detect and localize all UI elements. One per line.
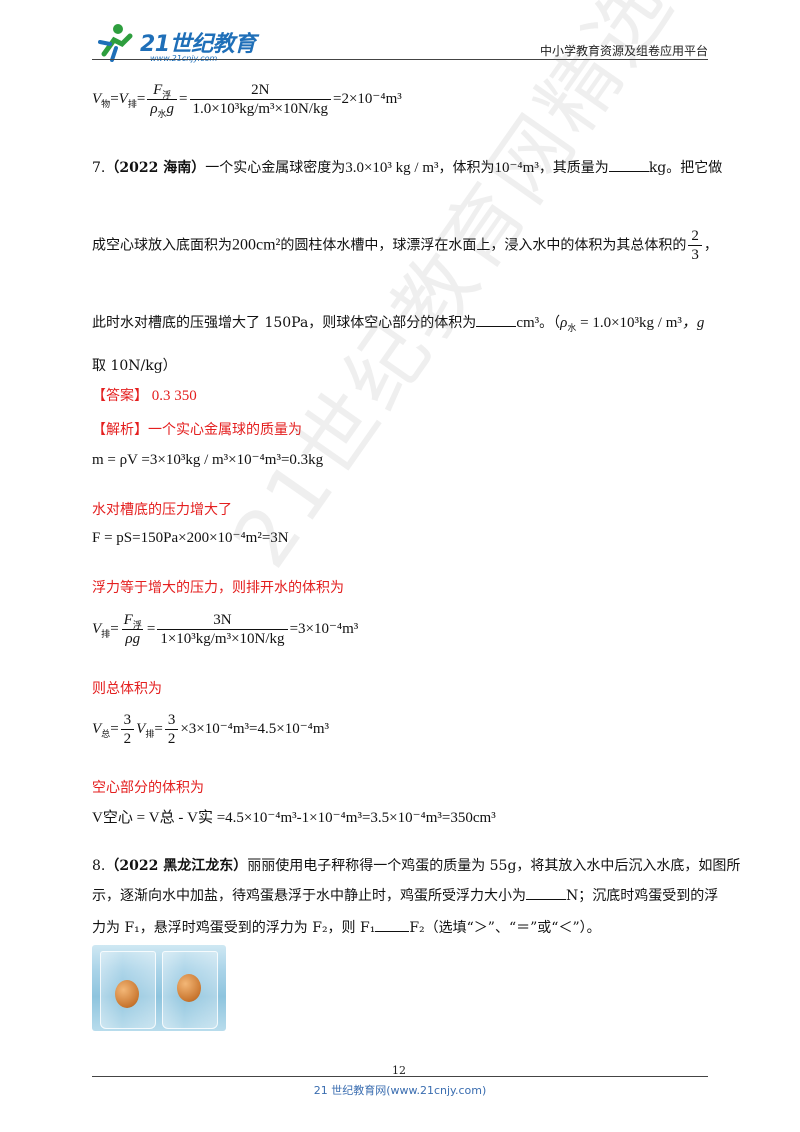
footer-site: 21 世纪教育网(www.21cnjy.com) [313, 1084, 487, 1097]
q7-source: （2022 海南） [105, 160, 206, 176]
egg-right [177, 974, 201, 1002]
analysis-label: 【解析】 [92, 422, 148, 438]
q7-line2: 成空心球放入底面积为200cm²的圆柱体水槽中，球漂浮在水面上，浸入水中的体积为… [92, 228, 718, 263]
egg-left [115, 980, 139, 1008]
analysis-formula-force: F = pS=150Pa×200×10⁻⁴m²=3N [92, 530, 289, 546]
glass-right [162, 951, 218, 1029]
analysis-text-total: 则总体积为 [92, 681, 162, 697]
logo-sub-text: www.21cnjy.com [150, 54, 217, 63]
site-logo: 21世纪教育 www.21cnjy.com [96, 20, 256, 66]
q8-blank-force [526, 887, 566, 900]
q7-blank-volume [476, 314, 517, 327]
q7-line1: 7.（2022 海南）一个实心金属球密度为3.0×10³ kg / m³，体积为… [92, 159, 723, 176]
analysis-text-displaced: 浮力等于增大的压力，则排开水的体积为 [92, 580, 344, 596]
analysis-text-pressure: 水对槽底的压力增大了 [92, 502, 232, 518]
answer-value: 0.3 350 [148, 388, 197, 404]
logo-main-text: 21世纪教育 [140, 32, 256, 57]
glass-left [100, 951, 156, 1029]
analysis-formula-mass: m = ρV =3×10³kg / m³×10⁻⁴m³=0.3kg [92, 452, 324, 468]
q7-line4: 取 10N/kg） [92, 358, 177, 374]
analysis-formula-hollow: V空心 = V总 - V实 =4.5×10⁻⁴m³-1×10⁻⁴m³=3.5×1… [92, 810, 496, 826]
answer-line: 【答案】 0.3 350 [92, 386, 197, 406]
header-divider [92, 59, 708, 60]
q8-line1: 8.（2022 黑龙江龙东）丽丽使用电子秤称得一个鸡蛋的质量为 55g，将其放入… [92, 858, 741, 874]
q8-blank-compare [375, 919, 410, 932]
page-number: 12 [392, 1064, 406, 1077]
platform-title: 中小学教育资源及组卷应用平台 [539, 44, 708, 58]
q8-source: （2022 黑龙江龙东） [105, 858, 248, 874]
analysis-intro: 【解析】一个实心金属球的质量为 [92, 422, 302, 438]
footer-divider [92, 1076, 708, 1077]
egg-in-water-photo [92, 945, 226, 1031]
answer-label: 【答案】 [92, 388, 148, 404]
analysis-text-hollow: 空心部分的体积为 [92, 780, 204, 796]
q7-blank-mass [608, 159, 649, 172]
runner-icon [98, 24, 133, 62]
